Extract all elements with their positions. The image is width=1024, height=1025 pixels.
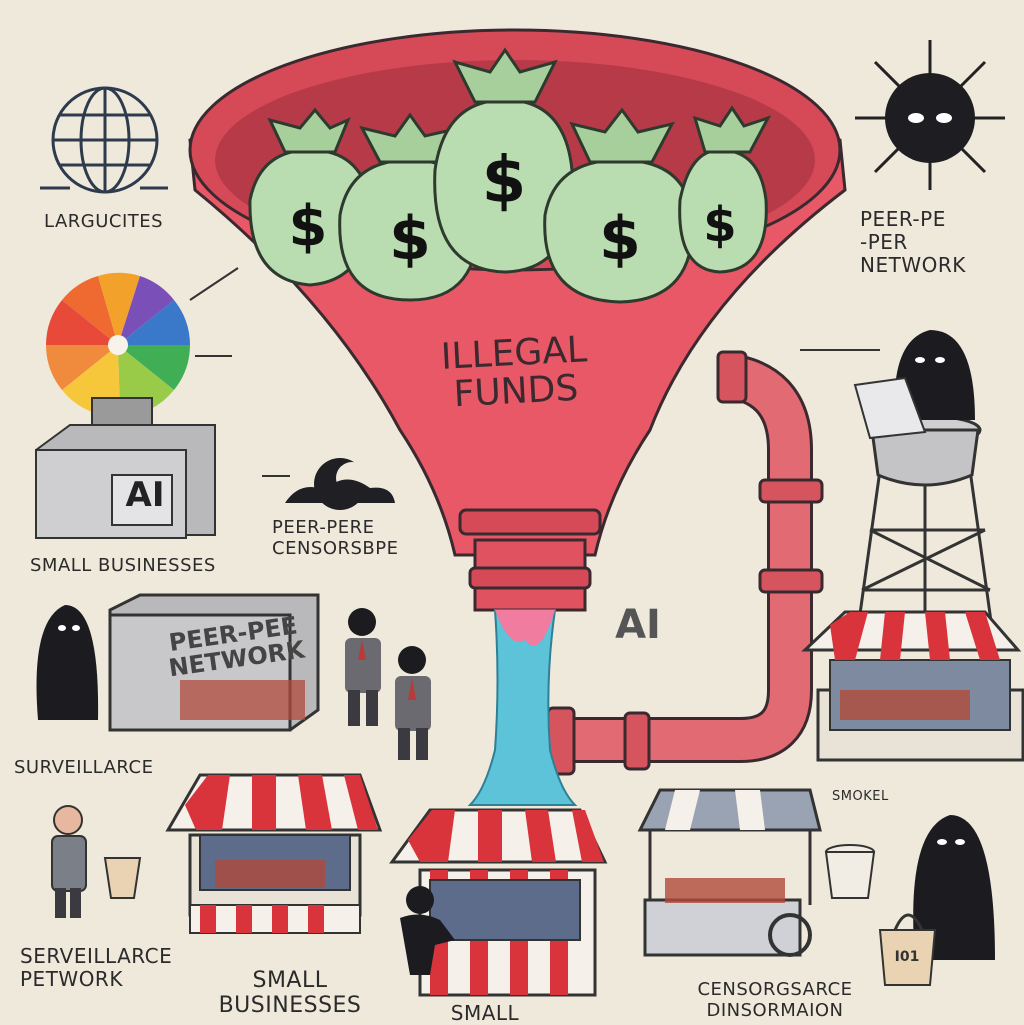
label-left-low: SURVEILLARCE bbox=[14, 757, 154, 778]
label-center-mid: PEER-PERE CENSORSBPE bbox=[272, 517, 399, 559]
old-man-figure bbox=[51, 805, 142, 918]
paper-cup bbox=[824, 844, 876, 899]
businessman-figure bbox=[395, 646, 431, 760]
label-bottom-left: SERVEILLARCE PETWORK bbox=[20, 944, 173, 991]
label-right-low: SMOKEL bbox=[832, 789, 889, 804]
rainbow-fan-icon bbox=[46, 272, 190, 418]
pipe bbox=[546, 350, 824, 776]
label-top-right: PEER-PE -PER NETWORK bbox=[860, 207, 966, 277]
water-stream bbox=[467, 609, 578, 806]
network-node-icon bbox=[855, 40, 1005, 190]
label-top-left: LARGUCITES bbox=[44, 211, 164, 232]
dollar-sign: $ bbox=[389, 204, 431, 274]
dollar-sign: $ bbox=[288, 194, 328, 259]
network-box bbox=[108, 593, 320, 732]
label-bottom-center: SMALL bbox=[450, 1001, 520, 1025]
ai-machine bbox=[34, 397, 216, 539]
hooded-figure bbox=[853, 330, 975, 440]
money-bags bbox=[248, 47, 772, 304]
dollar-sign: $ bbox=[703, 197, 737, 253]
label-bottom-center-left: SMALL BUSINESSES bbox=[218, 968, 362, 1019]
bag-tag: I01 bbox=[894, 949, 920, 965]
market-stall-left bbox=[165, 773, 383, 934]
dollar-sign: $ bbox=[599, 204, 641, 274]
hooded-figure-bag bbox=[878, 815, 995, 986]
dollar-sign: $ bbox=[481, 144, 527, 218]
ai-float-sign: AI bbox=[615, 602, 661, 648]
businessman-figure bbox=[345, 608, 381, 726]
ai-box-sign: AI bbox=[125, 475, 165, 515]
cloud-icon bbox=[285, 458, 395, 510]
market-stall-right bbox=[801, 610, 1024, 762]
label-bottom-right: CENSORGSARCE DINSORMAION bbox=[697, 979, 853, 1021]
hooded-figure-left bbox=[36, 605, 99, 720]
money-bag bbox=[678, 105, 772, 274]
food-cart bbox=[637, 788, 822, 957]
funnel-label: ILLEGAL FUNDS bbox=[439, 329, 588, 416]
globe-icon bbox=[40, 86, 168, 194]
label-left-mid: SMALL BUSINESSES bbox=[30, 555, 216, 576]
market-stall-center bbox=[389, 808, 608, 997]
money-bag bbox=[248, 107, 372, 287]
